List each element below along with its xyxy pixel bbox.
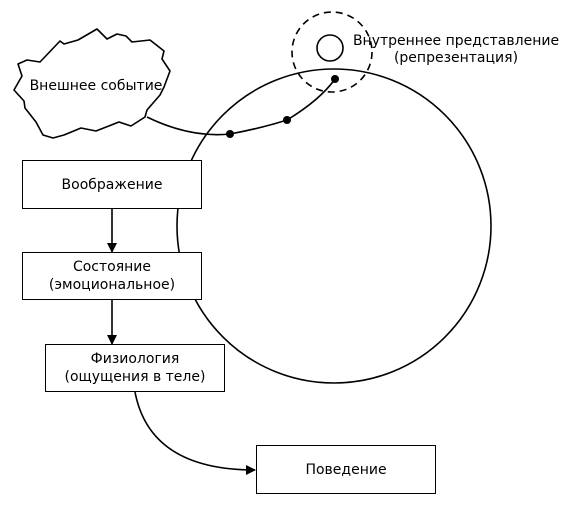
state-box: Состояние (эмоциональное) (22, 252, 202, 300)
large-circle (176, 68, 492, 384)
connection-point-2 (283, 116, 291, 124)
physiology-line2: (ощущения в теле) (64, 369, 206, 385)
imagination-box: Воображение (22, 160, 202, 209)
connection-point-3 (331, 75, 339, 83)
external-event-label: Внешнее событие (29, 78, 163, 94)
state-line1: Состояние (72, 259, 152, 275)
internal-representation-line1: Внутреннее представление (352, 33, 560, 49)
arrow-physiology-to-behavior (134, 391, 256, 475)
behavior-box: Поведение (256, 445, 436, 494)
state-line2: (эмоциональное) (48, 277, 176, 293)
connection-point-1 (226, 130, 234, 138)
physiology-box: Физиология (ощущения в теле) (45, 344, 225, 392)
small-circle (316, 34, 344, 62)
behavior-label: Поведение (305, 461, 387, 478)
dashed-circle (291, 11, 373, 93)
connection-curve (146, 78, 336, 136)
physiology-line1: Физиология (90, 351, 180, 367)
internal-representation-label: Внутреннее представление (репрезентация) (352, 33, 560, 67)
imagination-label: Воображение (61, 176, 163, 193)
external-event-cloud (13, 28, 171, 139)
internal-representation-line2: (репрезентация) (393, 50, 519, 66)
